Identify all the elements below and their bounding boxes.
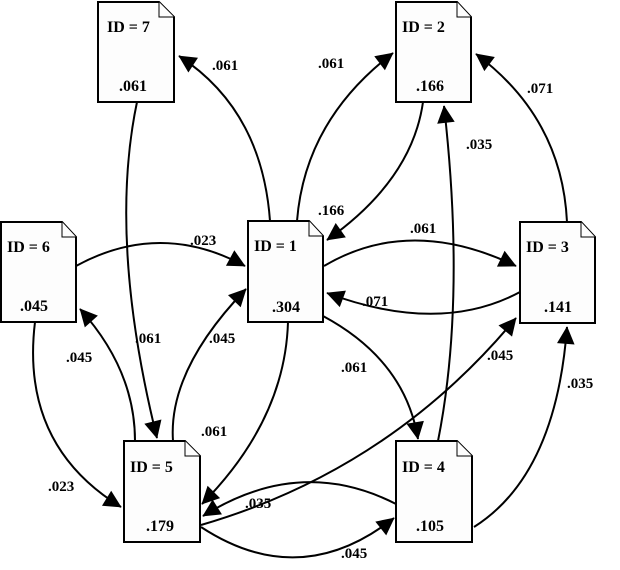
edge-1-2: [296, 52, 394, 222]
node-id-label: ID = 4: [402, 459, 445, 476]
edge-3-2: [475, 53, 568, 223]
edge-label-1-7: .061: [212, 58, 238, 74]
edge-1-3: [323, 239, 517, 267]
edge-5-4: [200, 517, 395, 559]
edge-label-3-2: .071: [527, 81, 553, 97]
node-value: .179: [146, 518, 174, 535]
node-id-label: ID = 7: [107, 19, 150, 36]
edge-label-2-1: .166: [318, 203, 345, 219]
edge-label-1-5: .061: [201, 424, 227, 440]
edge-1-4: [322, 315, 424, 440]
node-value: .141: [544, 299, 572, 316]
node-4: ID = 4 .105: [395, 440, 473, 543]
node-id-label: ID = 2: [402, 19, 445, 36]
edge-4-2: [437, 105, 455, 442]
edge-label-5-4: .045: [341, 546, 367, 562]
edge-1-7: [178, 55, 271, 222]
node-1: ID = 1 .304: [247, 220, 324, 323]
edge-label-1-3: .061: [410, 221, 436, 237]
edge-label-1-2: .061: [318, 56, 344, 72]
edge-6-5: [32, 321, 122, 508]
node-value: .105: [416, 518, 444, 535]
node-7: ID = 7 .061: [97, 1, 175, 103]
edge-label-5-1: .045: [209, 331, 235, 347]
node-id-label: ID = 6: [7, 239, 50, 256]
edge-label-4-3: .035: [567, 376, 593, 392]
edge-label-1-4: .061: [341, 360, 367, 376]
edge-4-3: [473, 326, 575, 528]
node-5: ID = 5 .179: [123, 440, 201, 543]
edge-label-5-3: .045: [487, 348, 513, 364]
edge-label-6-5: .023: [48, 479, 74, 495]
node-id-label: ID = 1: [254, 238, 297, 255]
edge-label-4-2: .035: [466, 137, 492, 153]
node-6: ID = 6 .045: [0, 221, 77, 323]
edge-label-3-1: .071: [362, 294, 388, 310]
edge-label-6-1: .023: [190, 233, 216, 249]
node-id-label: ID = 5: [130, 459, 173, 476]
edge-label-5-6: .045: [66, 350, 92, 366]
edge-6-1: [75, 242, 246, 267]
edge-5-1: [171, 288, 247, 442]
edge-7-5: [125, 101, 162, 439]
edge-2-1: [326, 101, 424, 241]
edge-5-6: [79, 308, 136, 442]
node-2: ID = 2 .166: [395, 1, 472, 103]
node-id-label: ID = 3: [526, 239, 569, 256]
edge-label-4-5: .035: [245, 496, 271, 512]
edge-label-7-5: .061: [135, 331, 161, 347]
edge-3-1: [326, 290, 521, 315]
node-value: .061: [119, 78, 147, 95]
node-value: .304: [272, 299, 300, 316]
node-value: .045: [20, 298, 48, 315]
edge-4-5: [202, 481, 397, 517]
edge-5-3: [200, 317, 517, 526]
edge-1-5: [201, 321, 289, 505]
node-value: .166: [416, 78, 444, 95]
node-3: ID = 3 .141: [519, 221, 596, 324]
